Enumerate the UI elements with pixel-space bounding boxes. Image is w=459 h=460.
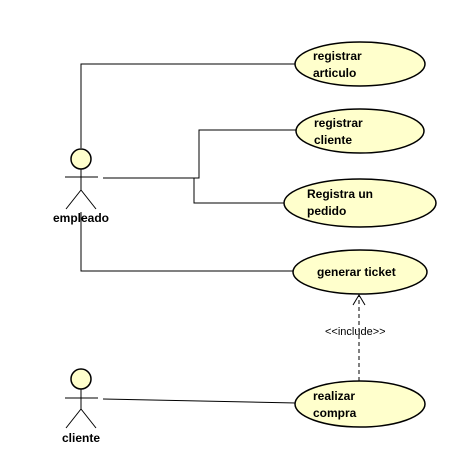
include-stereotype: <<include>> [325, 326, 386, 338]
use-case-registrar-pedido[interactable]: Registra un pedido [283, 178, 437, 228]
use-case-realizar-compra[interactable]: realizar compra [294, 380, 426, 428]
use-case-label-line2: compra [313, 406, 357, 420]
use-case-generar-ticket[interactable]: generar ticket [292, 249, 428, 295]
actor-right-leg [80, 189, 97, 210]
use-case-label-line2: pedido [307, 204, 346, 218]
actor-left-leg [65, 408, 82, 429]
include-arrowhead [352, 294, 366, 306]
use-case-label: generar ticket [317, 265, 396, 279]
association-empleado-registrar-pedido [193, 178, 286, 204]
actor-head [70, 148, 92, 170]
use-case-label-line2: cliente [314, 133, 352, 147]
use-case-registrar-cliente[interactable]: registrar cliente [295, 108, 425, 154]
association-empleado-generar-ticket [80, 212, 293, 272]
use-case-label-line1: registrar [314, 116, 363, 130]
use-case-label-line1: registrar [313, 49, 362, 63]
use-case-label-line1: realizar [313, 389, 355, 403]
actor-label: empleado [53, 211, 109, 225]
association-empleado-registrar-articulo [80, 63, 296, 148]
include-dependency: <<include>> [325, 294, 386, 381]
actor-right-leg [80, 408, 97, 429]
association-cliente-realizar-compra [102, 398, 297, 404]
actor-head [70, 368, 92, 390]
association-empleado-registrar-cliente [103, 129, 296, 179]
use-case-registrar-articulo[interactable]: registrar articulo [294, 41, 426, 87]
actor-empleado[interactable]: empleado [53, 148, 109, 225]
use-case-label-line2: articulo [313, 66, 356, 80]
actor-cliente[interactable]: cliente [62, 368, 100, 445]
actor-left-leg [65, 189, 82, 210]
use-case-label-line1: Registra un [307, 187, 373, 201]
actor-label: cliente [62, 431, 100, 445]
